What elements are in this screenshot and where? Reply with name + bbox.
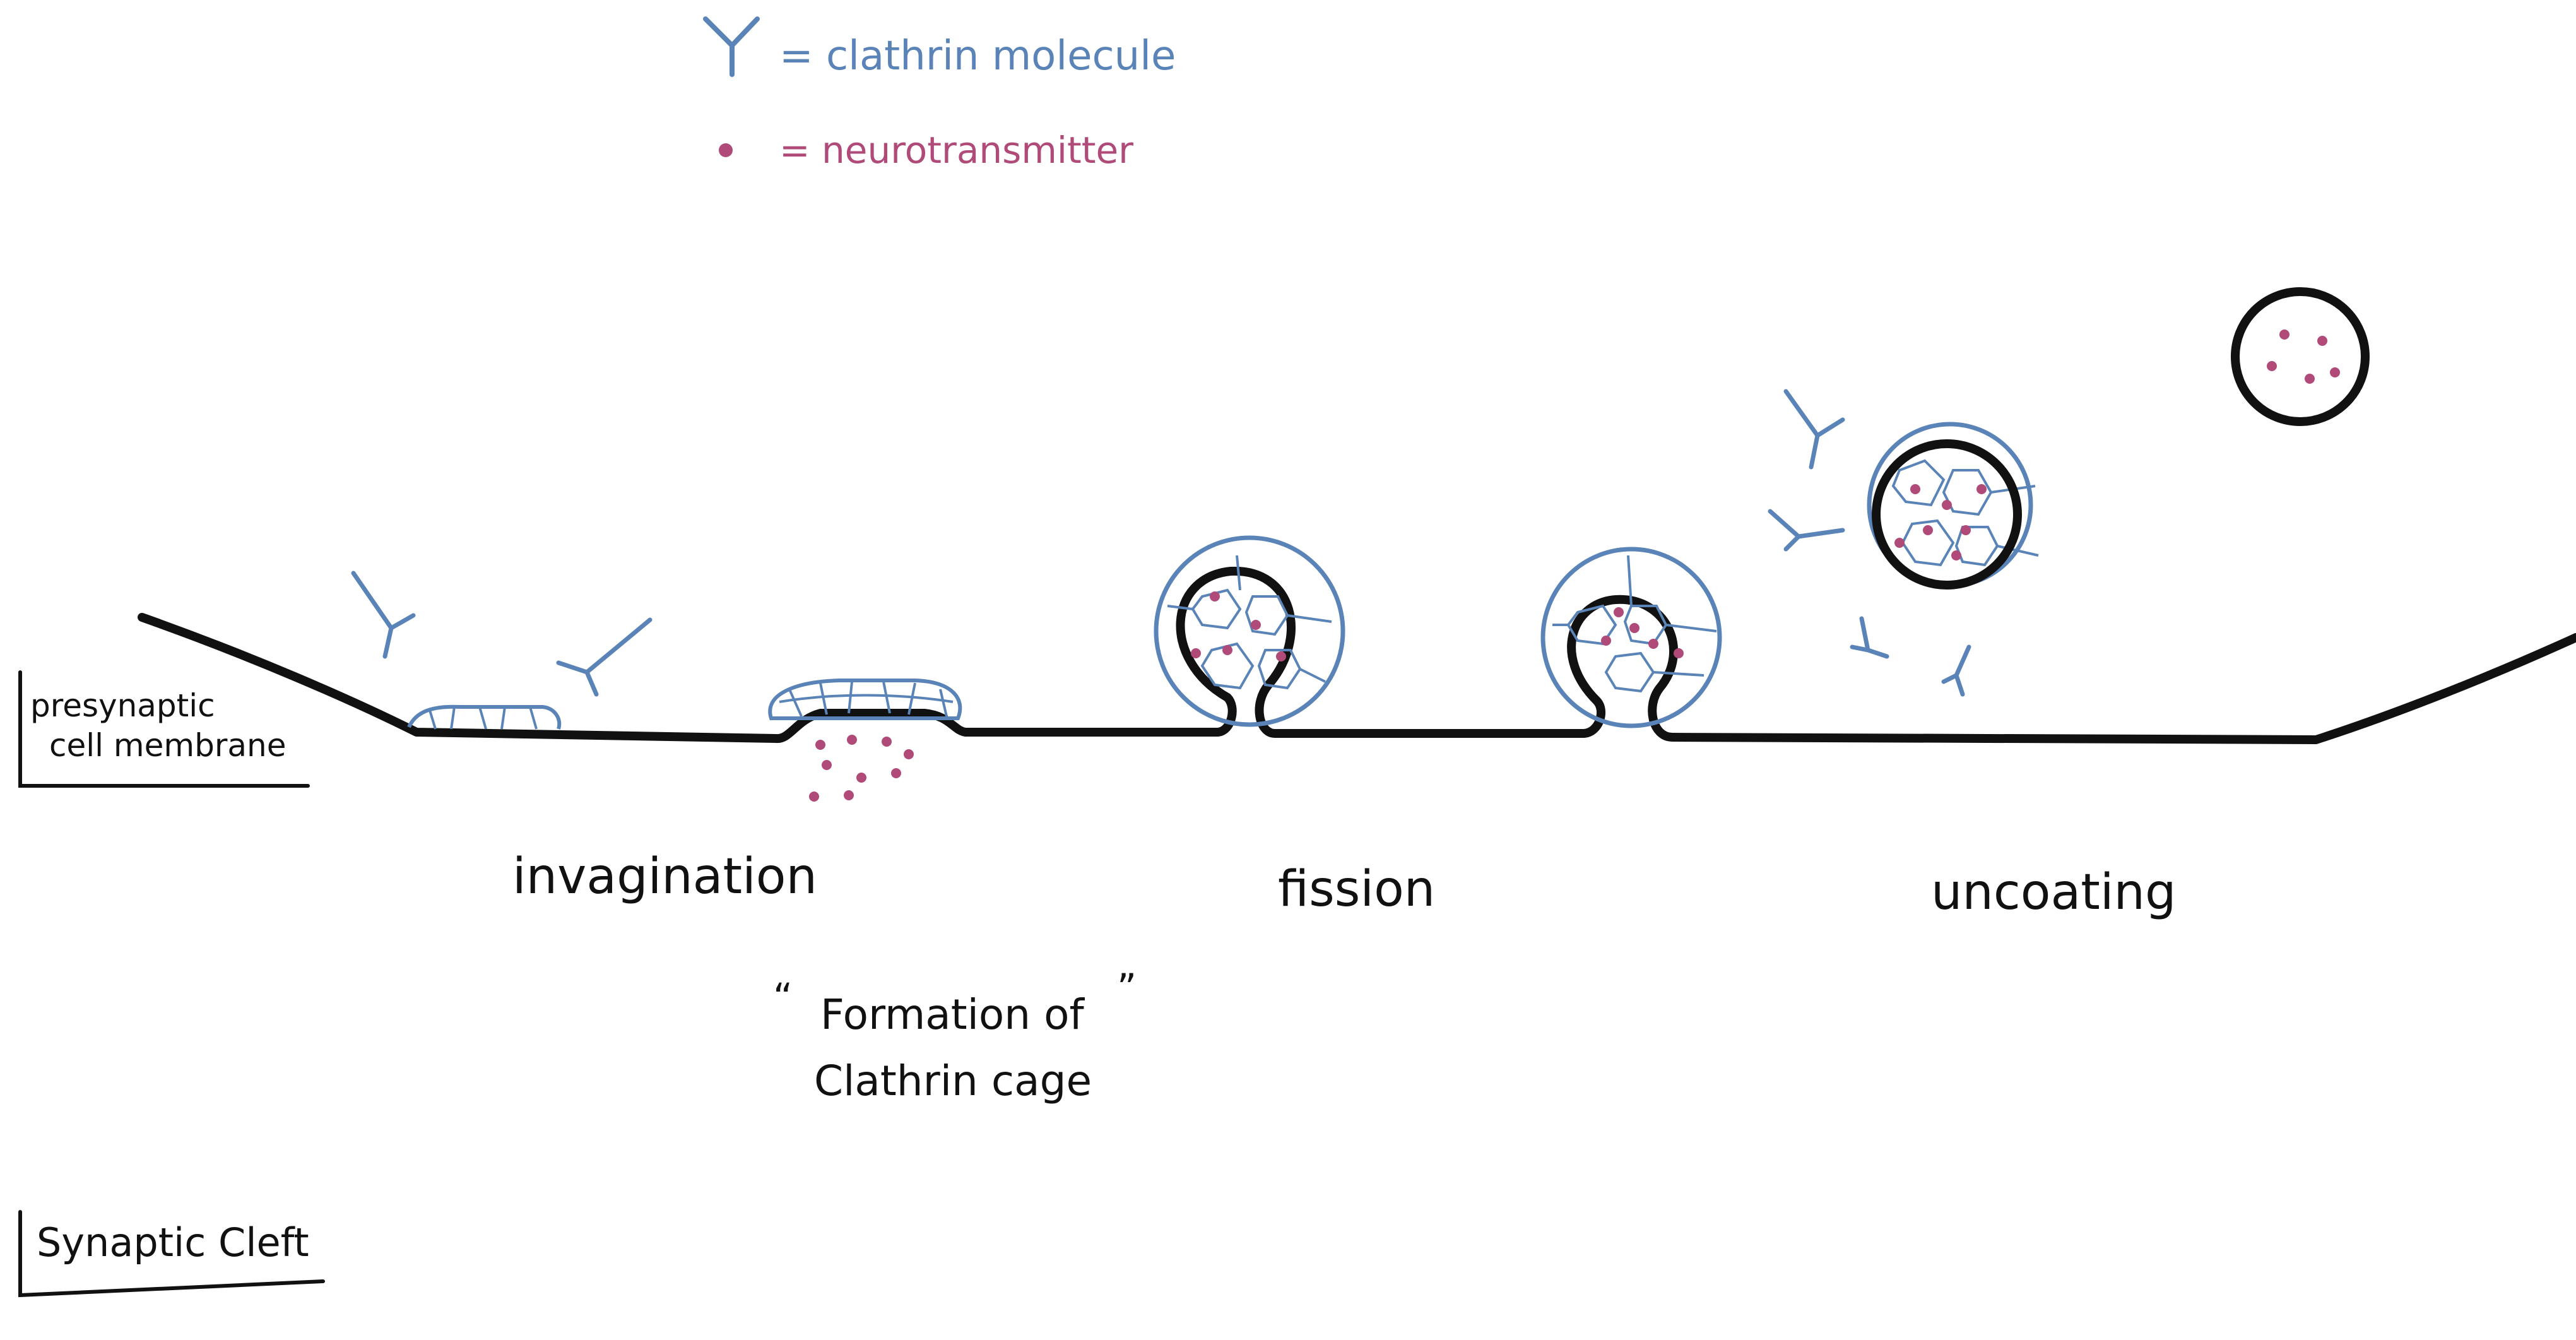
legend-neurotransmitter-label: = neurotransmitter [779, 129, 1133, 172]
invagination-label: invagination [512, 848, 817, 905]
presynaptic-cell-membrane [138, 566, 2576, 744]
presynaptic-label-line2: cell membrane [49, 727, 287, 764]
synaptic-cleft-text: Synaptic Cleft [37, 1219, 309, 1266]
formation-quote-open: “ [773, 975, 793, 1019]
presynaptic-membrane-label: presynaptic cell membrane [18, 670, 310, 788]
presynaptic-label-bracket [18, 670, 310, 788]
released-clathrin-molecules [1768, 389, 1971, 697]
formation-label-line1: Formation of [820, 990, 1085, 1039]
neurotransmitter-dot-icon [719, 143, 733, 157]
synaptic-cleft-label: Synaptic Cleft [18, 1210, 325, 1298]
clathrin-cage-cap [768, 679, 962, 720]
stage-invagination: invagination [351, 571, 817, 905]
stage-fission: fission [1154, 535, 1722, 918]
formation-label-line2: Clathrin cage [814, 1057, 1092, 1105]
clathrin-cage-lattice [779, 681, 954, 717]
formation-quote-close: ” [1117, 966, 1137, 1010]
stage-cage-formation: “ Formation of Clathrin cage ” [768, 679, 1137, 1105]
clathrin-patch-lattice [428, 706, 538, 730]
legend-clathrin-label: = clathrin molecule [779, 33, 1176, 80]
presynaptic-label-line1: presynaptic [30, 687, 215, 724]
neurotransmitter-cluster [809, 735, 914, 802]
uncoating-label: uncoating [1931, 864, 2176, 921]
uncoating-vesicle [1867, 422, 2039, 590]
clathrin-coated-pit [1540, 547, 1722, 728]
clathrin-coated-pit [1154, 535, 1345, 727]
uncoated-vesicle [2231, 287, 2370, 426]
free-clathrin-molecule [351, 571, 416, 659]
synaptic-cleft-bracket [18, 1210, 325, 1298]
legend: = clathrin molecule = neurotransmitter [703, 16, 1176, 172]
stage-uncoating: uncoating [1768, 287, 2370, 921]
clathrin-patch-flat [407, 704, 562, 730]
free-clathrin-molecule [556, 617, 653, 697]
fission-label: fission [1278, 861, 1435, 918]
clathrin-molecule-icon [703, 16, 760, 77]
